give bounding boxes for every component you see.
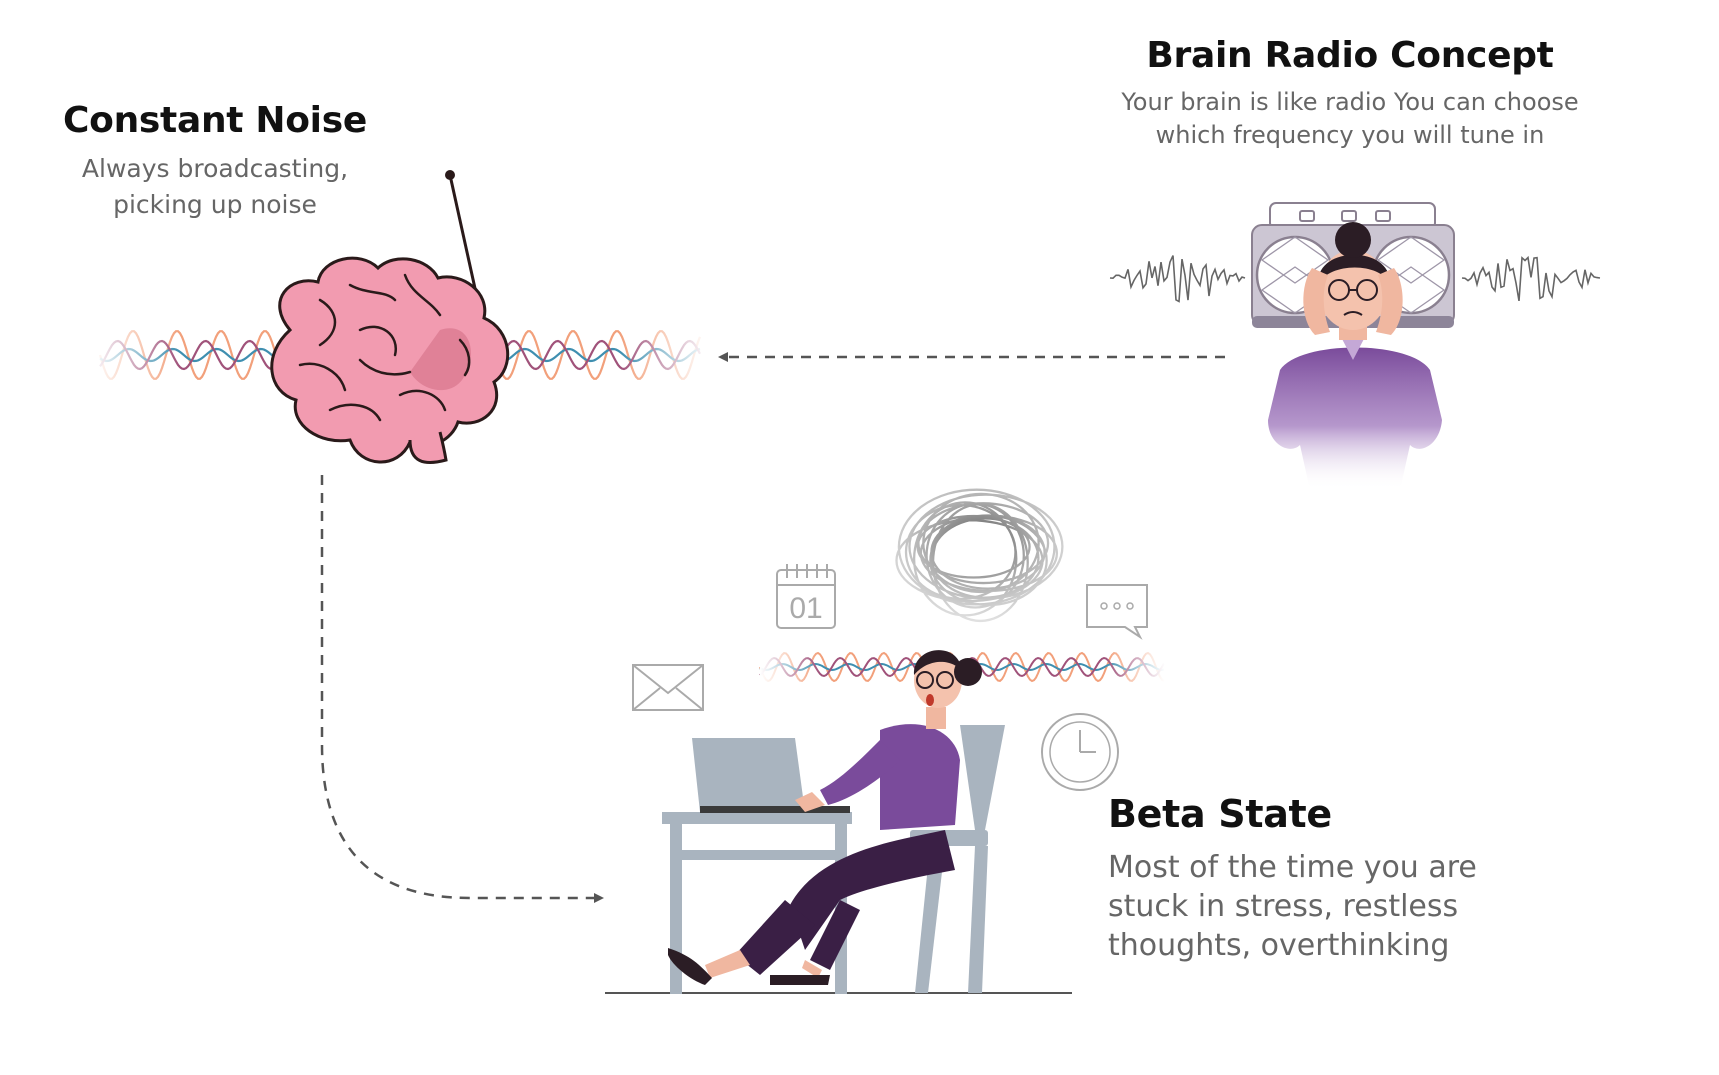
scribble-loop [895, 488, 1064, 623]
brain-radio-node: Brain Radio Concept Your brain is like r… [1050, 35, 1650, 152]
chat-bubble-icon [1086, 584, 1148, 640]
brain-radio-title: Brain Radio Concept [1146, 35, 1554, 76]
clock-icon [1041, 713, 1119, 791]
brain-with-antenna-icon [270, 170, 510, 464]
head-waves [759, 640, 1165, 690]
beta-state-node: Beta State Most of the time you are stuc… [1108, 792, 1558, 965]
brain-waves [90, 300, 710, 410]
constant-noise-node: Constant Noise Always broadcasting, pick… [35, 100, 395, 223]
calendar-number: 01 [789, 592, 822, 625]
beta-state-title: Beta State [1108, 792, 1332, 836]
stressed-woman-at-laptop-icon [605, 650, 1072, 994]
woman-with-boombox-icon [1251, 202, 1455, 490]
constant-noise-title: Constant Noise [63, 100, 367, 141]
brain-radio-description: Your brain is like radio You can choose … [1121, 88, 1579, 149]
scribble-thoughts-icon [895, 488, 1064, 623]
radio-noise-waves [1109, 255, 1601, 303]
edge-noise-to-beta [320, 475, 604, 903]
constant-noise-description: Always broadcasting, picking up noise [81, 154, 349, 219]
calendar-icon: 01 [776, 564, 836, 629]
envelope-icon [632, 664, 704, 711]
beta-state-description: Most of the time you are stuck in stress… [1108, 850, 1477, 963]
